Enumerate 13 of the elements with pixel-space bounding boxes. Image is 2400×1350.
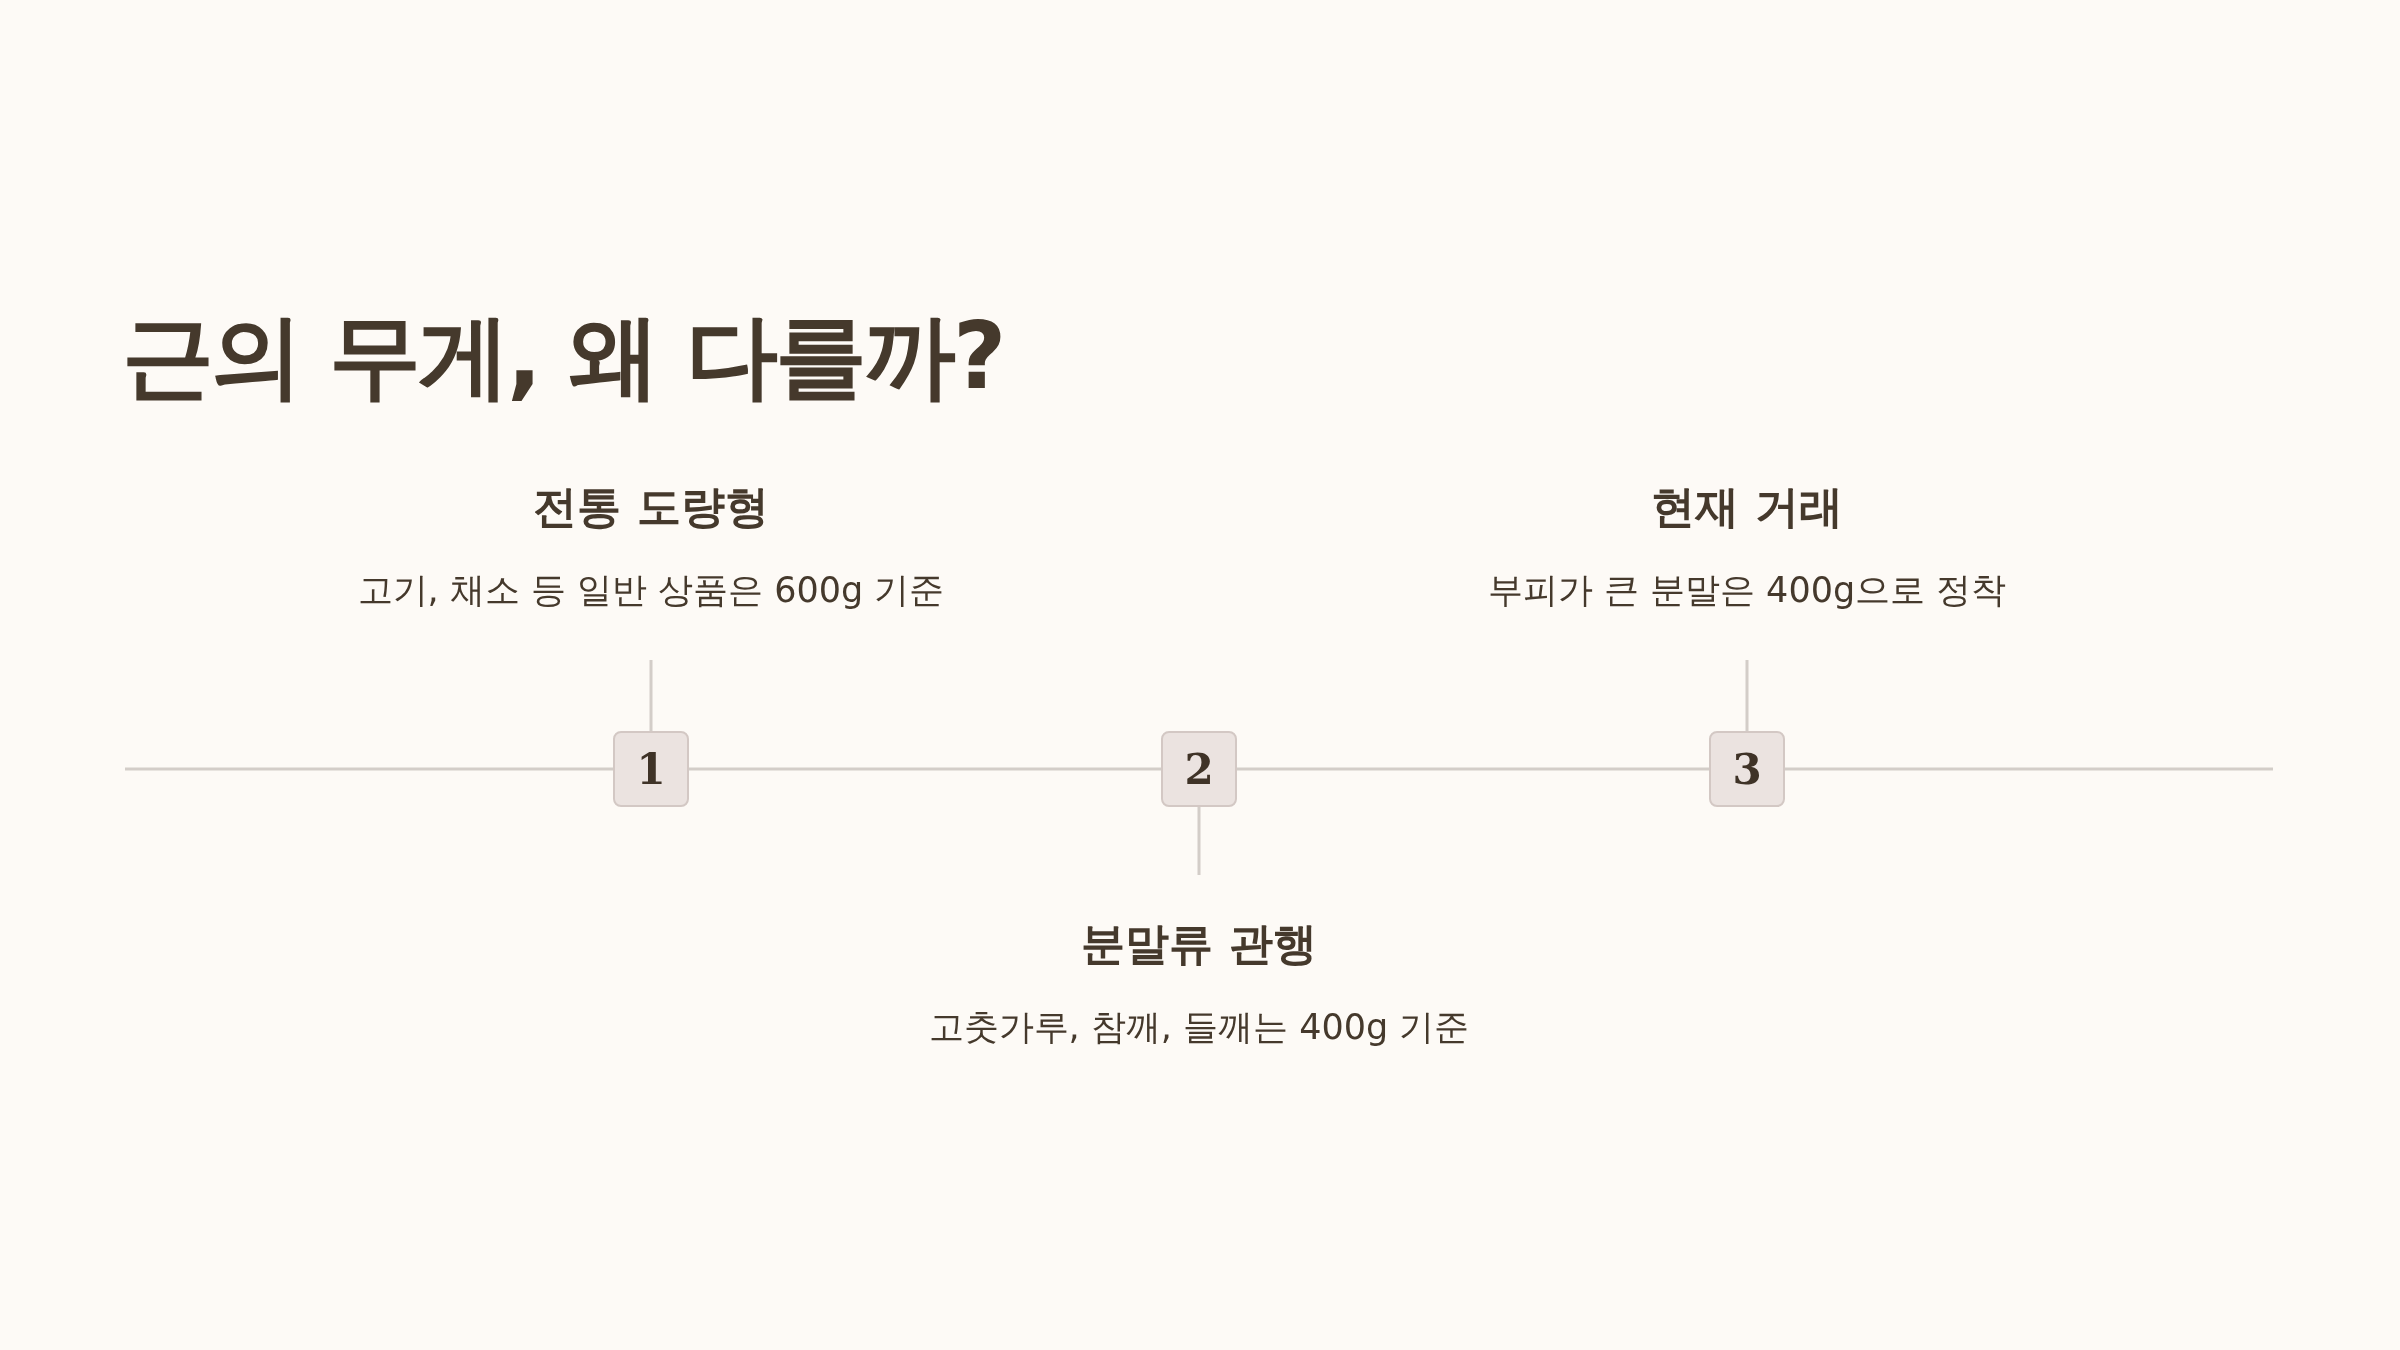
connector-line (1745, 660, 1749, 731)
step-description: 고춧가루, 참깨, 들깨는 400g 기준 (928, 1006, 1470, 1049)
connector-line (649, 660, 653, 731)
step-heading: 분말류 관행 (1081, 917, 1317, 971)
title: 근의 무게, 왜 다를까? (122, 302, 1004, 412)
step-heading: 현재 거래 (1651, 480, 1843, 534)
connector-line (1197, 807, 1201, 875)
step-description: 고기, 채소 등 일반 상품은 600g 기준 (357, 569, 945, 612)
number-badge: 3 (1709, 731, 1785, 807)
step-description: 부피가 큰 분말은 400g으로 정착 (1487, 569, 2007, 612)
number-badge: 2 (1161, 731, 1237, 807)
number-badge: 1 (613, 731, 689, 807)
step-heading: 전통 도량형 (533, 480, 769, 534)
